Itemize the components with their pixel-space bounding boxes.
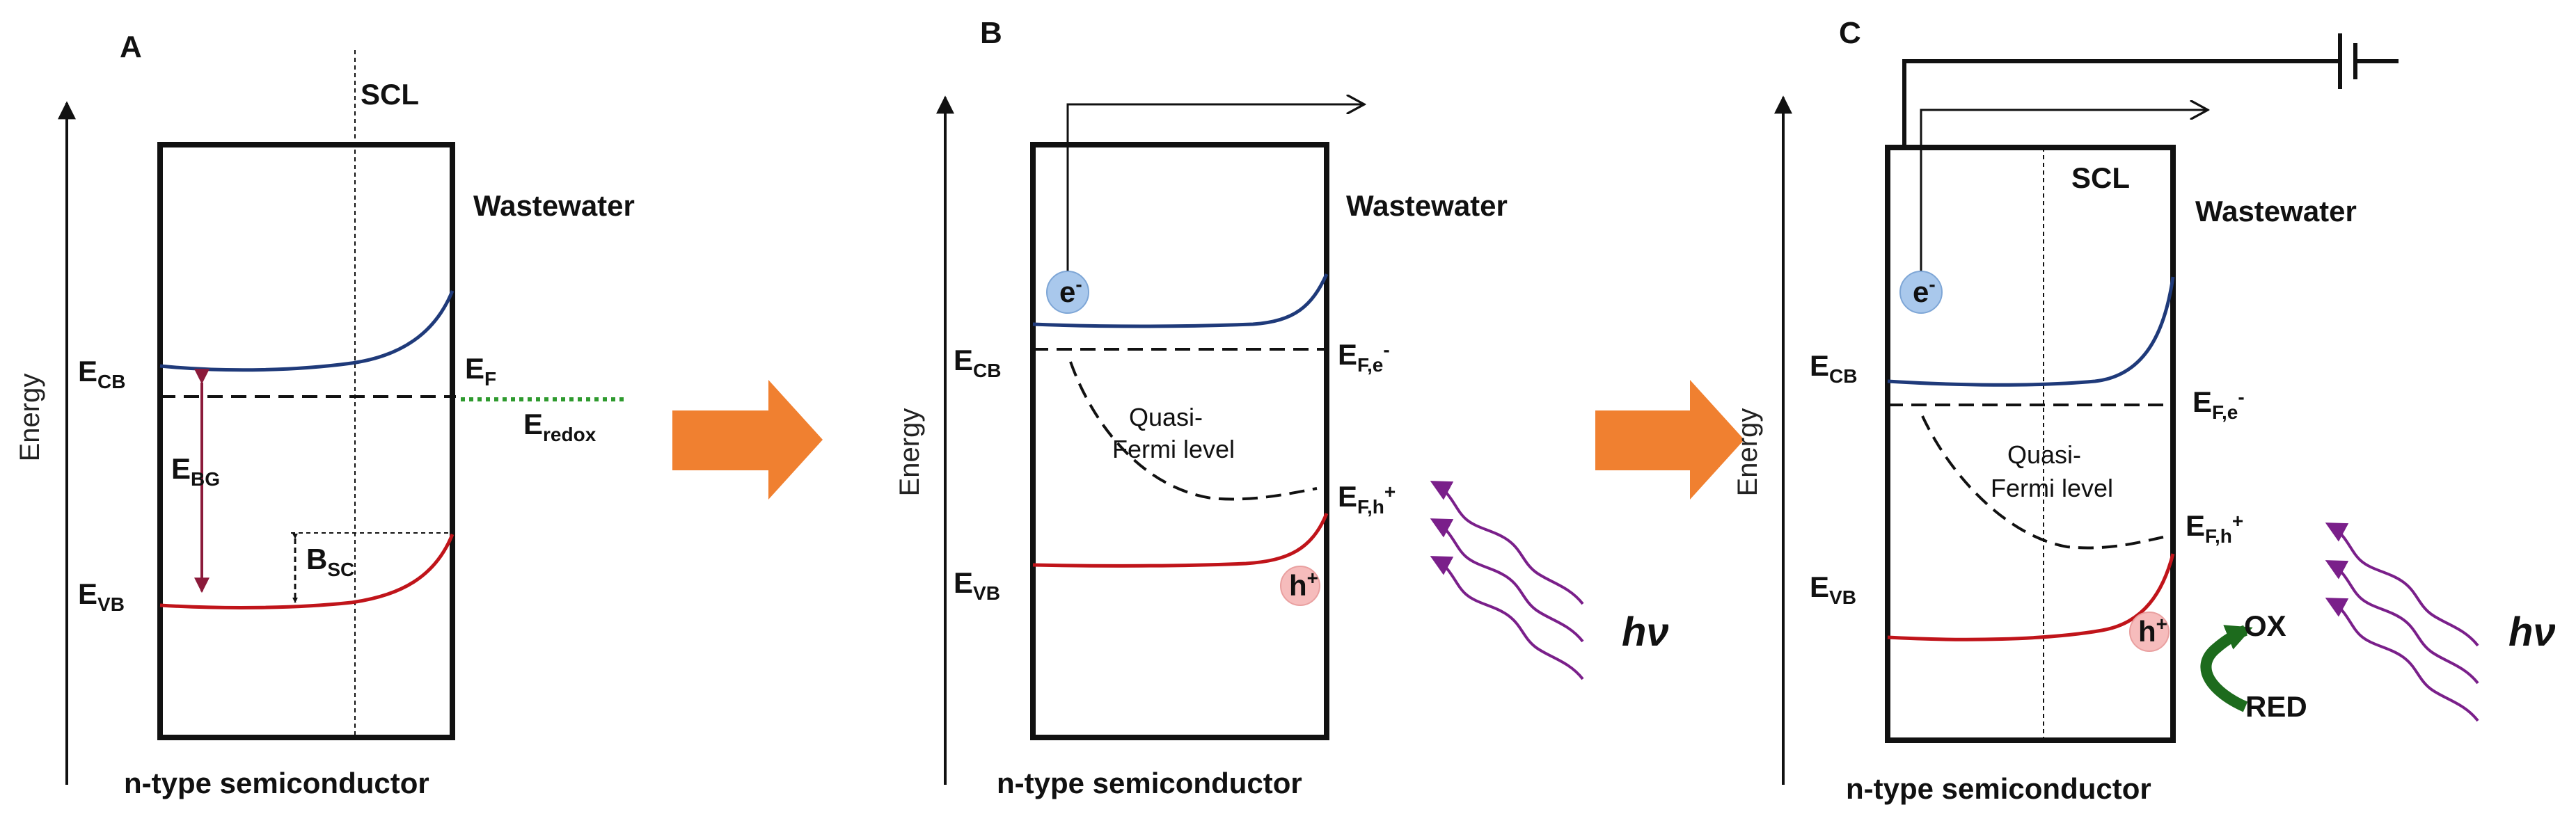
ground-icon <box>2338 33 2399 89</box>
process-arrow-icon-2 <box>1595 380 1744 500</box>
ecb-label-c: ECB <box>1810 349 1857 387</box>
evb-label-b: EVB <box>954 566 1000 604</box>
semiconductor-label-b: n-type semiconductor <box>997 767 1302 799</box>
process-arrow-icon-1 <box>672 380 823 500</box>
external-circuit-c <box>1902 59 2340 146</box>
evb-label-a: EVB <box>78 577 125 615</box>
hole-label-b: h+ <box>1289 567 1318 602</box>
quasi-label-2-b: Fermi level <box>1112 435 1235 463</box>
efh-label-b: EF,h+ <box>1338 480 1396 518</box>
energy-label-c: Energy <box>1732 408 1763 497</box>
efh-label-c: EF,h+ <box>2186 509 2243 547</box>
hole-icon-b <box>1280 566 1320 606</box>
panel-letter-a: A <box>120 30 142 64</box>
photon-icon-c-3 <box>2325 598 2479 722</box>
wastewater-label-b: Wastewater <box>1346 189 1508 222</box>
quasi-fermi-curve-b <box>1069 361 1318 501</box>
panel-letter-b: B <box>980 16 1002 50</box>
wastewater-label-c: Wastewater <box>2195 195 2357 228</box>
bsc-label-a: BSC <box>306 543 354 580</box>
ox-label-c: OX <box>2244 609 2286 642</box>
ecb-label-b: ECB <box>954 344 1001 381</box>
redox-arrow-icon-c <box>2200 625 2253 712</box>
photon-icon-b-1 <box>1430 481 1584 605</box>
panel-c: C Energy SCL Wastewater n-type semicondu… <box>1732 16 2556 805</box>
quasi-label-1-c: Quasi- <box>2007 440 2081 469</box>
panel-a: A Energy SCL Wastewater n-type semicondu… <box>15 30 635 799</box>
hole-icon-c <box>2129 612 2170 652</box>
wastewater-label-a: Wastewater <box>473 189 635 222</box>
electron-label-b: e- <box>1059 273 1082 308</box>
energy-label-b: Energy <box>894 408 925 497</box>
semiconductor-box-a <box>157 142 455 740</box>
valence-band-b <box>1032 513 1329 568</box>
evb-label-c: EVB <box>1810 570 1856 608</box>
valence-band-a <box>159 534 455 609</box>
semiconductor-label-c: n-type semiconductor <box>1846 772 2151 805</box>
photon-label-c: hν <box>2508 609 2556 655</box>
ebg-label-a: EBG <box>171 452 220 490</box>
quasi-label-2-c: Fermi level <box>1991 474 2113 502</box>
conduction-band-a <box>159 290 455 372</box>
electron-icon-b <box>1046 271 1089 314</box>
scl-label-c: SCL <box>2071 161 2130 194</box>
ef-label-a: EF <box>465 352 496 390</box>
conduction-band-b <box>1032 273 1329 328</box>
quasi-label-1-b: Quasi- <box>1129 403 1203 431</box>
electron-path-c <box>1920 110 2208 276</box>
electron-path-b <box>1066 104 1364 271</box>
energy-label-a: Energy <box>15 374 45 462</box>
semiconductor-box-b <box>1030 142 1329 740</box>
panel-letter-c: C <box>1839 16 1861 50</box>
semiconductor-box-c <box>1885 145 2176 743</box>
photon-icon-c-1 <box>2325 522 2479 647</box>
semiconductor-label-a: n-type semiconductor <box>124 767 429 799</box>
photon-icon-b-2 <box>1430 518 1584 643</box>
efe-label-b: EF,e- <box>1338 338 1390 376</box>
photon-icon-c-2 <box>2325 560 2479 685</box>
photon-label-b: hν <box>1622 609 1669 655</box>
electron-icon-c <box>1899 271 1943 314</box>
ecb-label-a: ECB <box>78 355 125 392</box>
red-label-c: RED <box>2245 690 2307 723</box>
valence-band-c <box>1887 553 2175 641</box>
eredox-label-a: Eredox <box>523 408 596 445</box>
scl-label-a: SCL <box>361 78 419 111</box>
electron-label-c: e- <box>1913 273 1936 308</box>
panel-b: B Energy Wastewater n-type semiconductor… <box>894 16 1669 799</box>
hole-label-c: h+ <box>2138 613 2167 648</box>
photon-icon-b-3 <box>1430 556 1584 680</box>
efe-label-c: EF,e- <box>2192 385 2245 423</box>
quasi-fermi-curve-c <box>1921 415 2164 550</box>
conduction-band-c <box>1887 276 2175 387</box>
